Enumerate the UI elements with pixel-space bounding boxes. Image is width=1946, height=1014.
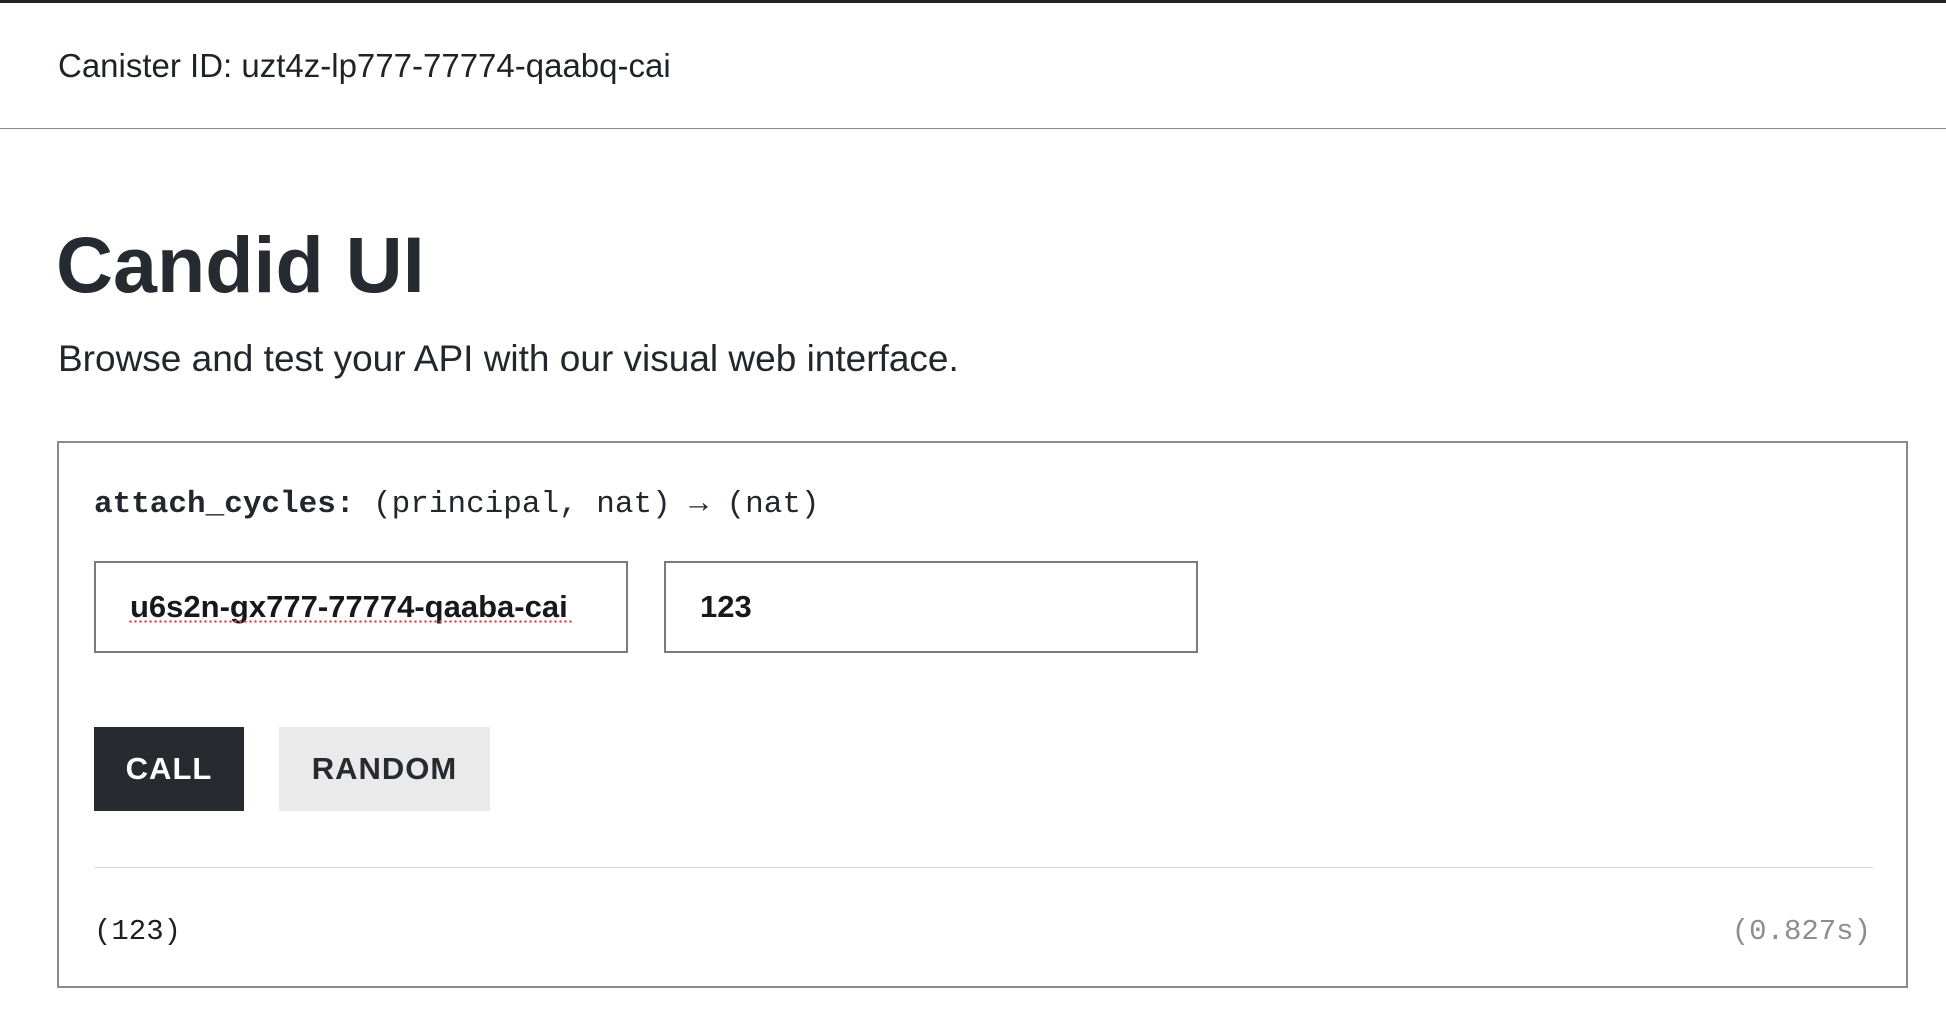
- method-name: attach_cycles:: [94, 487, 355, 522]
- call-button[interactable]: CALL: [94, 727, 244, 811]
- page-title: Candid UI: [56, 220, 425, 309]
- call-result: (123): [94, 915, 182, 948]
- result-divider: [94, 867, 1873, 868]
- canister-id-label: Canister ID: uzt4z-lp777-77774-qaabq-cai: [58, 47, 671, 84]
- method-type-signature: (principal, nat) → (nat): [354, 487, 820, 522]
- call-timing: (0.827s): [1731, 915, 1871, 948]
- page-subtitle: Browse and test your API with our visual…: [58, 338, 959, 379]
- principal-argument-input[interactable]: [94, 561, 628, 653]
- nat-argument-input[interactable]: [664, 561, 1198, 653]
- random-button[interactable]: RANDOM: [279, 727, 490, 811]
- top-border: [0, 0, 1946, 3]
- method-signature: attach_cycles: (principal, nat) → (nat): [94, 487, 820, 522]
- header-bar: Canister ID: uzt4z-lp777-77774-qaabq-cai: [0, 3, 1946, 129]
- method-card-attach-cycles: attach_cycles: (principal, nat) → (nat) …: [57, 441, 1908, 988]
